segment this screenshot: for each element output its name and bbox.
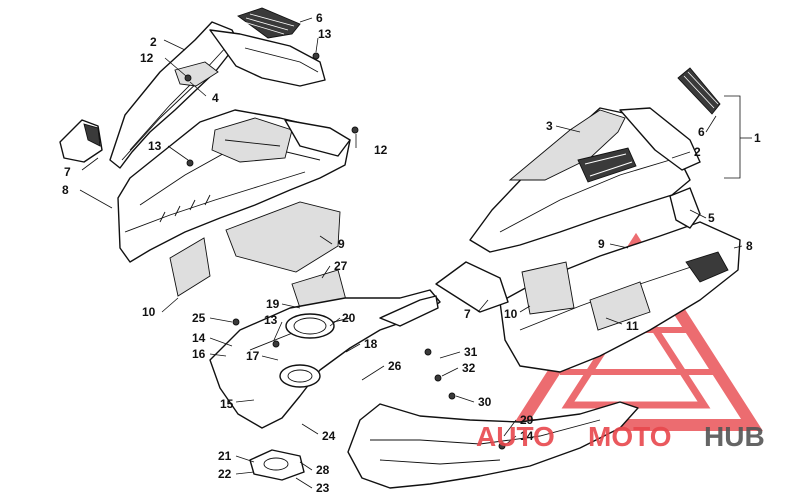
callout-22: 22	[218, 467, 232, 481]
callout-2: 2	[694, 145, 701, 159]
callout-27: 27	[334, 259, 348, 273]
callout-4: 4	[212, 91, 219, 105]
callout-10: 10	[142, 305, 156, 319]
hood-body-right	[499, 187, 741, 373]
side-pad-right-10	[521, 261, 575, 315]
callout-14: 14	[192, 331, 206, 345]
callout-14: 14	[520, 429, 534, 443]
callout-2: 2	[150, 35, 157, 49]
callout-30: 30	[478, 395, 492, 409]
side-pad-left-10	[169, 237, 211, 297]
hood-upper-left	[109, 21, 326, 169]
callout-18: 18	[364, 337, 378, 351]
console-frame	[209, 289, 441, 429]
callout-5: 5	[708, 211, 715, 225]
leader-lines	[79, 17, 752, 489]
callout-10: 10	[504, 307, 518, 321]
fastener-bolts	[184, 52, 506, 450]
watermark-hub: HUB	[704, 421, 765, 452]
watermark-moto: MOTO	[588, 421, 671, 452]
watermark-auto: AUTO	[476, 421, 555, 452]
hood-upper-right	[469, 107, 701, 253]
callout-23: 23	[316, 481, 330, 495]
callout-31: 31	[464, 345, 478, 359]
vent-grille-top	[237, 7, 301, 39]
callout-12: 12	[140, 51, 154, 65]
callout-11: 11	[626, 319, 639, 333]
callout-6: 6	[316, 11, 323, 25]
callout-17: 17	[246, 349, 260, 363]
callout-29: 29	[520, 413, 534, 427]
callout-8: 8	[62, 183, 69, 197]
callout-21: 21	[218, 449, 232, 463]
callout-3: 3	[546, 119, 553, 133]
callout-7: 7	[464, 307, 471, 321]
callout-19: 19	[266, 297, 280, 311]
callout-13: 13	[318, 27, 332, 41]
callout-16: 16	[192, 347, 206, 361]
callout-9: 9	[598, 237, 605, 251]
callout-13: 13	[148, 139, 162, 153]
mount-plate-21	[249, 449, 305, 481]
callout-25: 25	[192, 311, 206, 325]
callout-7: 7	[64, 165, 71, 179]
callout-32: 32	[462, 361, 476, 375]
side-trim-left-7	[59, 119, 103, 163]
callout-26: 26	[388, 359, 402, 373]
callout-15: 15	[220, 397, 234, 411]
hood-body-left	[117, 109, 351, 263]
vent-grille-right	[677, 67, 721, 115]
callout-1: 1	[754, 131, 761, 145]
callout-9: 9	[338, 237, 345, 251]
callout-13: 13	[264, 313, 278, 327]
callout-labels: 6 13 2 12 4 13 12 7 8 9 27 10 25 19 13 2…	[62, 11, 761, 495]
callout-12: 12	[374, 143, 388, 157]
watermark-logo-text: AUTO MOTO HUB	[476, 421, 765, 452]
callout-20: 20	[342, 311, 356, 325]
callout-28: 28	[316, 463, 330, 477]
callout-6: 6	[698, 125, 705, 139]
callout-24: 24	[322, 429, 336, 443]
foam-pad-left-9	[225, 201, 341, 273]
callout-8: 8	[746, 239, 753, 253]
belly-pan-lower	[347, 401, 639, 489]
side-trim-right-7	[435, 261, 509, 313]
